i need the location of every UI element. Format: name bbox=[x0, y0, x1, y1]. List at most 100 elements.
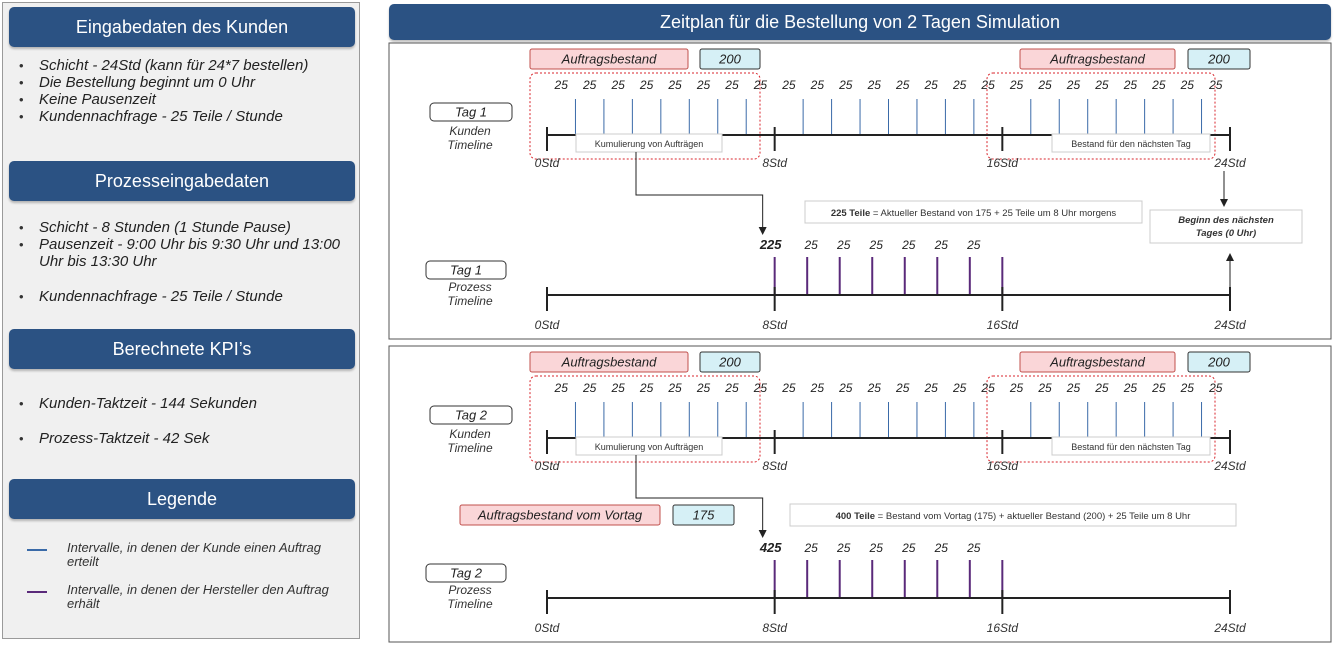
schedule-title: Zeitplan für die Bestellung von 2 Tagen … bbox=[660, 11, 1060, 32]
hour-value: 25 bbox=[1123, 381, 1138, 395]
axis-label: 8Std bbox=[762, 156, 787, 170]
schedule-header: Zeitplan für die Bestellung von 2 Tagen … bbox=[389, 4, 1331, 40]
backlog-value-right: 200 bbox=[1207, 355, 1230, 370]
hour-value: 25 bbox=[1180, 381, 1195, 395]
prev-backlog-value: 175 bbox=[693, 508, 715, 523]
list-item: Schicht - 24Std (kann für 24*7 bestellen… bbox=[17, 57, 353, 74]
next-day-stock-box bbox=[1051, 436, 1211, 456]
process-first-value: 225 bbox=[759, 237, 782, 252]
note-bold: 225 Teile bbox=[831, 208, 870, 219]
note-text: 400 Teile = Bestand vom Vortag (175) + a… bbox=[836, 511, 1191, 522]
hour-value: 25 bbox=[980, 78, 995, 92]
next-day-stock-box bbox=[1051, 133, 1211, 153]
legend-line-customer bbox=[27, 549, 47, 551]
backlog-label-box bbox=[529, 48, 689, 70]
process-first-value: 425 bbox=[759, 540, 782, 555]
hour-value: 25 bbox=[838, 381, 853, 395]
process-value: 25 bbox=[869, 541, 884, 555]
next-day-start-box bbox=[1149, 209, 1303, 244]
axis-label: 16Std bbox=[987, 459, 1019, 473]
process-value: 25 bbox=[836, 238, 851, 252]
list-item: Kundennachfrage - 25 Teile / Stunde bbox=[17, 108, 353, 125]
hour-value: 25 bbox=[753, 78, 768, 92]
process-value: 25 bbox=[901, 541, 916, 555]
hour-value: 25 bbox=[867, 78, 882, 92]
note-box bbox=[789, 503, 1237, 527]
day-tag: Tag 1 bbox=[455, 105, 487, 120]
process-input-header: Prozesseingabedaten bbox=[9, 161, 355, 201]
hour-value: 25 bbox=[952, 78, 967, 92]
backlog-value-right: 200 bbox=[1207, 52, 1230, 67]
backlog-label-box bbox=[529, 351, 689, 373]
hour-value: 25 bbox=[1151, 78, 1166, 92]
hour-value: 25 bbox=[610, 381, 625, 395]
note-rest: = Aktueller Bestand von 175 + 25 Teile u… bbox=[870, 208, 1116, 219]
next-day-start-label: Beginn des nächsten bbox=[1178, 215, 1274, 226]
backlog-value-right-box bbox=[1187, 48, 1251, 70]
hour-value: 25 bbox=[1208, 381, 1223, 395]
backlog-label: Auftragsbestand bbox=[561, 52, 657, 67]
day-tag-box bbox=[429, 405, 513, 425]
legend-text-customer: Intervalle, in denen der Kunde einen Auf… bbox=[67, 540, 321, 569]
process-value: 25 bbox=[869, 238, 884, 252]
list-item: Kunden-Taktzeit - 144 Sekunden bbox=[17, 395, 353, 412]
process-day-tag: Tag 1 bbox=[450, 263, 482, 278]
accumulation-group bbox=[529, 375, 761, 463]
process-value: 25 bbox=[836, 541, 851, 555]
process-timeline-label: Prozess bbox=[448, 280, 491, 294]
list-item: Keine Pausenzeit bbox=[17, 91, 353, 108]
process-input-title: Prozesseingabedaten bbox=[94, 170, 270, 191]
hour-value: 25 bbox=[895, 78, 910, 92]
hour-value: 25 bbox=[639, 381, 654, 395]
process-axis-label: 24Std bbox=[1213, 318, 1246, 332]
legend-text-manufacturer: Intervalle, in denen der Hersteller den … bbox=[67, 582, 329, 611]
process-day-tag: Tag 2 bbox=[450, 566, 483, 581]
hour-value: 25 bbox=[781, 78, 796, 92]
hour-value: 25 bbox=[838, 78, 853, 92]
hour-value: 25 bbox=[554, 381, 569, 395]
backlog-value: 200 bbox=[718, 355, 741, 370]
hour-value: 25 bbox=[781, 381, 796, 395]
hour-value: 25 bbox=[582, 381, 597, 395]
list-item: Kundennachfrage - 25 Teile / Stunde bbox=[17, 288, 353, 305]
process-day-tag-box bbox=[425, 260, 507, 280]
hour-value: 25 bbox=[1151, 381, 1166, 395]
accumulation-box bbox=[575, 133, 723, 153]
left-panel: Eingabedaten des Kunden Schicht - 24Std … bbox=[2, 2, 360, 639]
process-value: 25 bbox=[934, 238, 949, 252]
hour-value: 25 bbox=[753, 381, 768, 395]
customer-input-list: Schicht - 24Std (kann für 24*7 bestellen… bbox=[17, 57, 353, 125]
hour-value: 25 bbox=[1009, 78, 1024, 92]
next-day-group bbox=[986, 375, 1216, 463]
day-tag-box bbox=[429, 102, 513, 122]
process-axis-label: 16Std bbox=[987, 318, 1019, 332]
hour-value: 25 bbox=[1180, 78, 1195, 92]
hour-value: 25 bbox=[1208, 78, 1223, 92]
backlog-value-box bbox=[699, 351, 761, 373]
backlog-label-right: Auftragsbestand bbox=[1049, 52, 1145, 67]
hour-value: 25 bbox=[724, 381, 739, 395]
hour-value: 25 bbox=[610, 78, 625, 92]
accumulation-label: Kumulierung von Aufträgen bbox=[595, 139, 704, 149]
legend-line-manufacturer bbox=[27, 591, 47, 593]
accumulation-group bbox=[529, 72, 761, 160]
hour-value: 25 bbox=[696, 381, 711, 395]
axis-label: 8Std bbox=[762, 459, 787, 473]
hour-value: 25 bbox=[924, 78, 939, 92]
hour-value: 25 bbox=[952, 381, 967, 395]
process-axis-label: 16Std bbox=[987, 621, 1019, 635]
hour-value: 25 bbox=[1066, 78, 1081, 92]
note-box bbox=[804, 200, 1143, 224]
process-value: 25 bbox=[966, 238, 981, 252]
note-bold: 400 Teile bbox=[836, 511, 875, 522]
customer-timeline-label: Kunden bbox=[449, 427, 491, 441]
hour-value: 25 bbox=[639, 78, 654, 92]
list-item: Die Bestellung beginnt um 0 Uhr bbox=[17, 74, 353, 91]
customer-timeline-label: Kunden bbox=[449, 124, 491, 138]
hour-value: 25 bbox=[1009, 381, 1024, 395]
customer-input-header: Eingabedaten des Kunden bbox=[9, 7, 355, 47]
hour-value: 25 bbox=[980, 381, 995, 395]
hour-value: 25 bbox=[1123, 78, 1138, 92]
process-value: 25 bbox=[934, 541, 949, 555]
process-axis-label: 8Std bbox=[762, 621, 787, 635]
